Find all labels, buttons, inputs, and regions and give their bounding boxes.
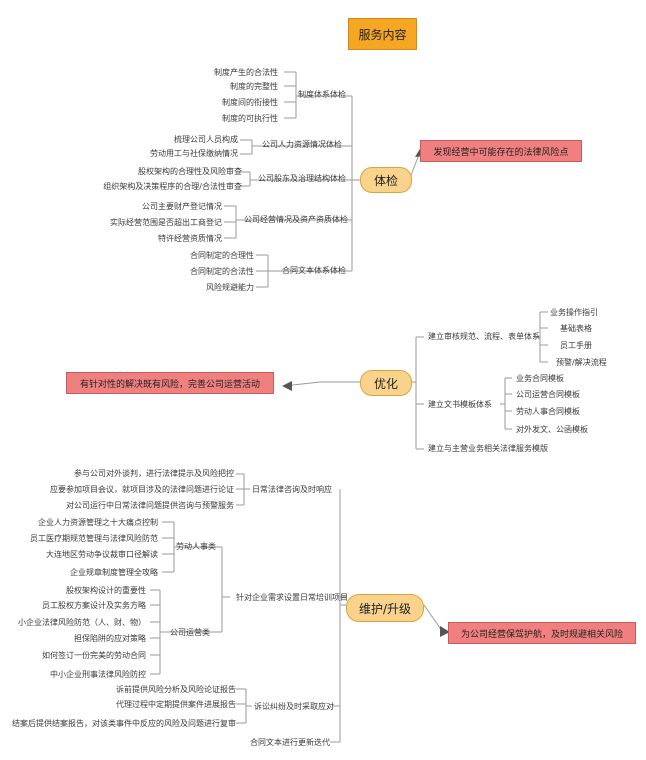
- check-group-label: 制度体系体检: [298, 90, 346, 99]
- maintain-item: 代理过程中定期提供案件进展报告: [116, 700, 236, 709]
- check-item: 组织架构及决策程序的合理/合法性审查: [103, 182, 242, 191]
- check-item: 股权架构的合理性及风险审查: [138, 167, 242, 176]
- page-title: 服务内容: [348, 18, 417, 50]
- optimize-item: 对外发文、公函模板: [516, 425, 588, 434]
- node-optimize: 优化: [360, 370, 412, 396]
- optimize-item: 劳动人事合同模板: [516, 407, 580, 416]
- maintain-goal-text: 为公司经营保驾护航，及时规避相关风险: [460, 629, 623, 640]
- check-goal-box: 发现经营中可能存在的法律风险点: [420, 140, 582, 162]
- maintain-item: 应要参加项目会议，就项目涉及的法律问题进行论证: [50, 485, 234, 494]
- training-category-label: 劳动人事类: [176, 542, 216, 551]
- maintain-item: 诉前提供风险分析及风险论证报告: [116, 685, 236, 694]
- check-group-label: 公司股东及治理结构体检: [258, 174, 346, 183]
- check-item: 公司主要财产登记情况: [142, 202, 222, 211]
- training-item: 如何签订一份完美的劳动合同: [42, 651, 146, 660]
- optimize-item: 公司运营合同模板: [516, 390, 580, 399]
- optimize-item: 基础表格: [560, 324, 592, 333]
- check-item: 制度产生的合法性: [214, 68, 278, 77]
- check-item: 制度间的衔接性: [222, 98, 278, 107]
- check-goal-text: 发现经营中可能存在的法律风险点: [433, 147, 569, 158]
- optimize-branch-label: 建立文书模板体系: [428, 400, 492, 409]
- optimize-goal-box: 有针对性的解决既有风险，完善公司运营活动: [66, 372, 274, 394]
- optimize-goal-text: 有针对性的解决既有风险，完善公司运营活动: [79, 379, 260, 390]
- check-item: 制度的完整性: [230, 82, 278, 91]
- maintain-branch-label: 日常法律咨询及时响应: [252, 485, 332, 494]
- training-item: 担保陷阱的应对策略: [74, 634, 146, 643]
- title-text: 服务内容: [358, 27, 407, 42]
- maintain-goal-box: 为公司经营保驾护航，及时规避相关风险: [448, 622, 636, 644]
- optimize-branch-label: 建立审核规范、流程、表单体系: [428, 332, 540, 341]
- node-optimize-label: 优化: [373, 376, 398, 391]
- check-group-label: 公司人力资源情况体检: [262, 140, 342, 149]
- training-item: 员工医疗期规范管理与法律风险防范: [30, 534, 158, 543]
- training-item: 中小企业刑事法律风险防控: [50, 670, 146, 679]
- node-maintain-label: 维护/升级: [358, 601, 412, 616]
- training-item: 大连地区劳动争议裁审口径解读: [46, 550, 158, 559]
- training-item: 小企业法律风险防范（人、财、物）: [18, 618, 146, 627]
- optimize-item: 业务合同模板: [516, 374, 564, 383]
- check-item: 实际经营范围是否超出工商登记: [110, 218, 222, 227]
- maintain-branch-label: 针对企业需求设置日常培训项目: [236, 593, 348, 602]
- maintain-branch-label: 诉讼纠纷及时采取应对: [254, 702, 334, 711]
- check-item: 劳动用工与社保缴纳情况: [150, 149, 238, 158]
- check-item: 特许经营资质情况: [158, 234, 222, 243]
- node-check-label: 体检: [373, 173, 398, 188]
- check-item: 制度的可执行性: [222, 114, 278, 123]
- training-item: 员工股权方案设计及实务方略: [42, 601, 146, 610]
- maintain-branch-label: 合同文本进行更新迭代: [250, 738, 330, 747]
- node-check: 体检: [360, 167, 412, 193]
- check-group-label: 合同文本体系体检: [282, 266, 346, 275]
- maintain-item: 参与公司对外谈判，进行法律提示及风险把控: [74, 469, 234, 478]
- check-group-label: 公司经营情况及资产资质体检: [244, 215, 348, 224]
- check-item: 风险规避能力: [206, 283, 254, 292]
- optimize-item: 预警/解决流程: [556, 358, 607, 367]
- optimize-item: 员工手册: [560, 341, 592, 350]
- check-item: 梳理公司人员构成: [174, 135, 238, 144]
- check-item: 合同制定的合法性: [190, 267, 254, 276]
- training-item: 企业规章制度管理全攻略: [70, 568, 158, 577]
- training-item: 股权架构设计的重要性: [66, 586, 146, 595]
- maintain-item: 结案后提供结案报告，对该类事件中反应的风险及问题进行复审: [12, 719, 236, 728]
- optimize-item: 业务操作指引: [550, 308, 598, 317]
- check-item: 合同制定的合理性: [190, 251, 254, 260]
- maintain-item: 对公司运行中日常法律问题提供咨询与预警服务: [66, 501, 234, 510]
- training-category-label: 公司运营类: [170, 628, 210, 637]
- training-item: 企业人力资源管理之十大痛点控制: [38, 518, 158, 527]
- optimize-branch-label: 建立与主营业务相关法律服务模版: [428, 444, 548, 453]
- node-maintain: 维护/升级: [346, 594, 424, 622]
